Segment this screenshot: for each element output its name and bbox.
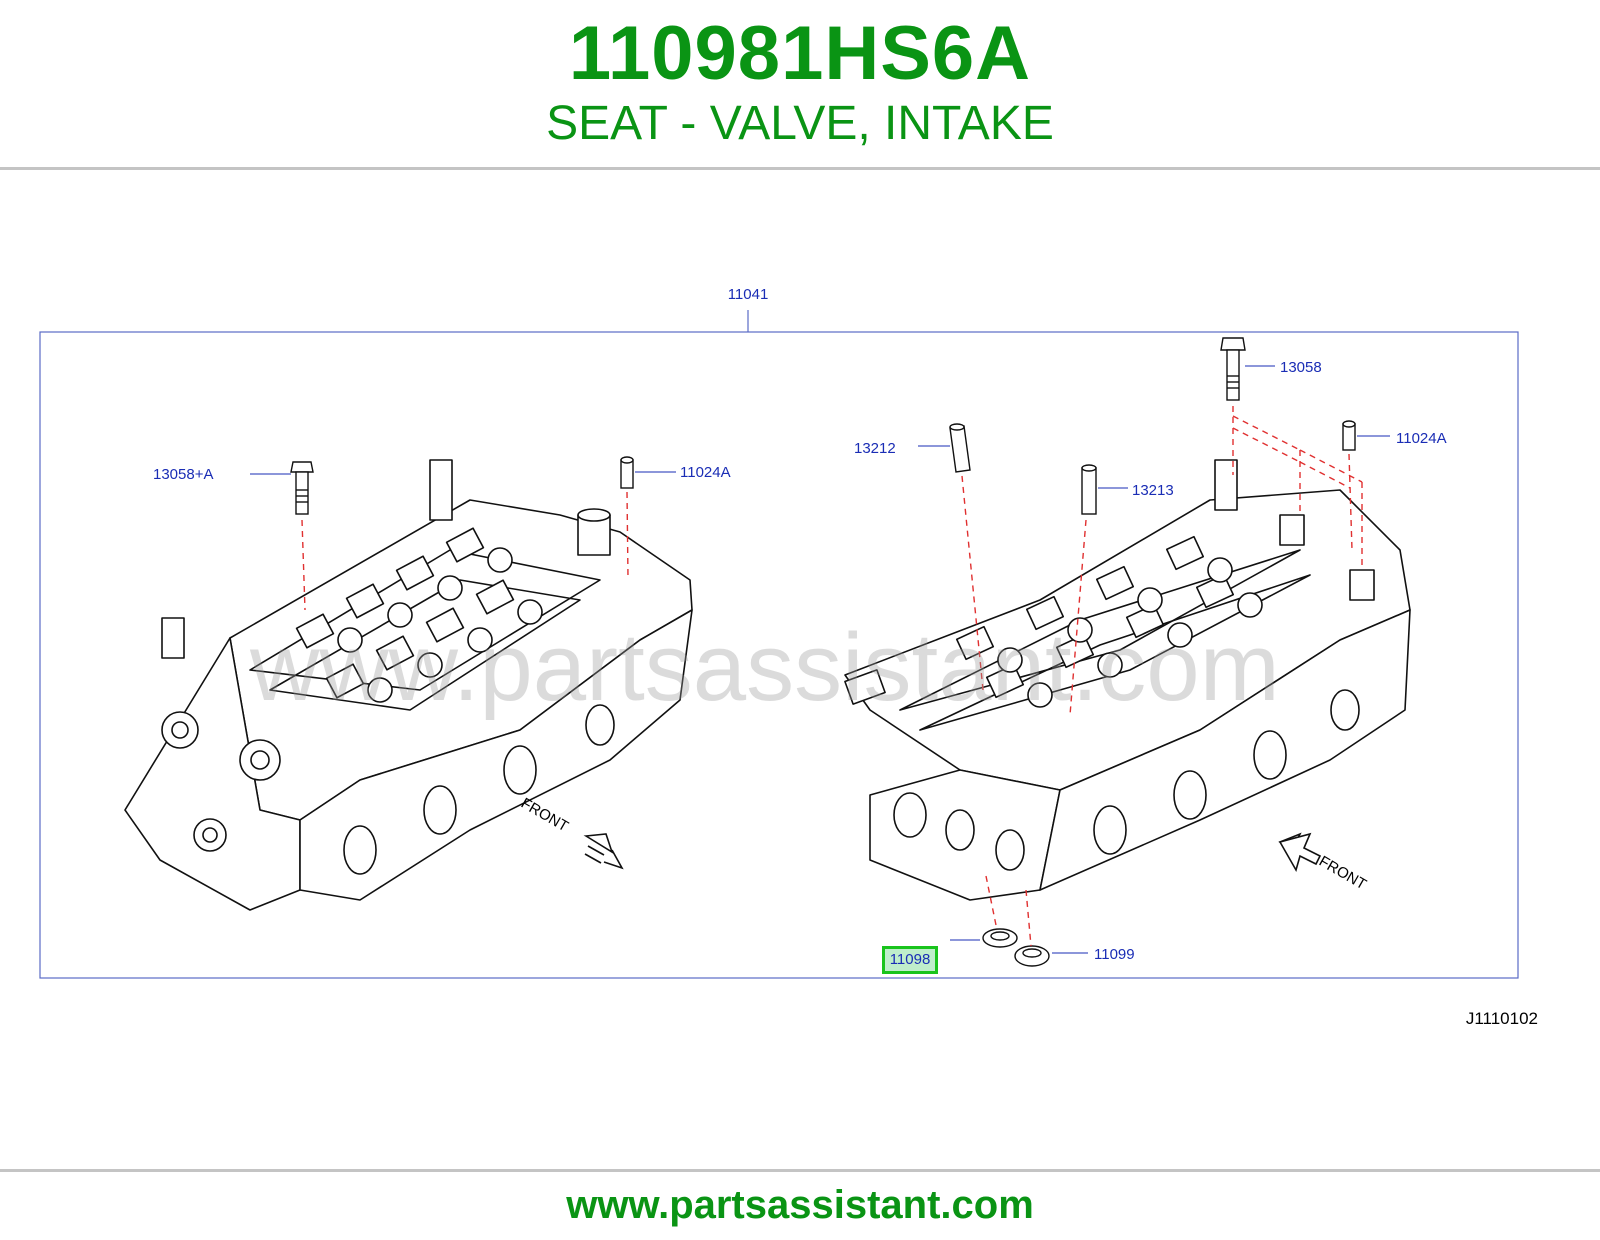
callout-11024a-left[interactable]: 11024A: [680, 464, 731, 481]
left-bolt-part: [290, 461, 314, 515]
front-label-left: FRONT: [518, 795, 571, 836]
valve-guide-13212-part: [949, 423, 971, 473]
footer-divider: [0, 1169, 1600, 1172]
callout-13058-a[interactable]: 13058+A: [153, 466, 213, 483]
footer-website-link[interactable]: www.partsassistant.com: [566, 1183, 1034, 1227]
callout-11099[interactable]: 11099: [1094, 946, 1135, 963]
watermark: www.partsassistant.com: [249, 614, 1280, 721]
right-bolt-part: [1220, 337, 1246, 401]
front-label-right: FRONT: [1316, 853, 1369, 894]
valve-guide-13213-part: [1081, 464, 1097, 515]
callout-11098-highlighted[interactable]: 11098: [882, 946, 938, 974]
front-arrow-left: FRONT: [518, 795, 624, 870]
callout-11024a-right[interactable]: 11024A: [1396, 430, 1447, 447]
right-cylinder-head: [844, 459, 1411, 901]
callout-13212[interactable]: 13212: [854, 440, 896, 457]
callout-13213[interactable]: 13213: [1132, 482, 1174, 499]
callout-13058[interactable]: 13058: [1280, 359, 1322, 376]
parts-diagram: FRONT: [39, 286, 1538, 1028]
assembly-frame: [39, 331, 1519, 979]
callout-11041[interactable]: 11041: [728, 286, 769, 303]
front-arrow-right: FRONT: [1278, 832, 1369, 894]
right-leader-lines: [961, 406, 1363, 947]
header: 110981HS6A SEAT - VALVE, INTAKE: [0, 0, 1600, 168]
left-cylinder-head: [124, 459, 693, 911]
valve-seat-11098-part: [982, 928, 1018, 948]
part-name-subtitle: SEAT - VALVE, INTAKE: [546, 97, 1054, 150]
valve-seat-11099-part: [1014, 945, 1050, 967]
drawing-id: J1110102: [1466, 1009, 1538, 1028]
header-divider: [0, 167, 1600, 170]
left-dowel-part: [620, 456, 634, 489]
right-dowel-part: [1342, 420, 1356, 451]
part-number-title: 110981HS6A: [568, 11, 1032, 96]
